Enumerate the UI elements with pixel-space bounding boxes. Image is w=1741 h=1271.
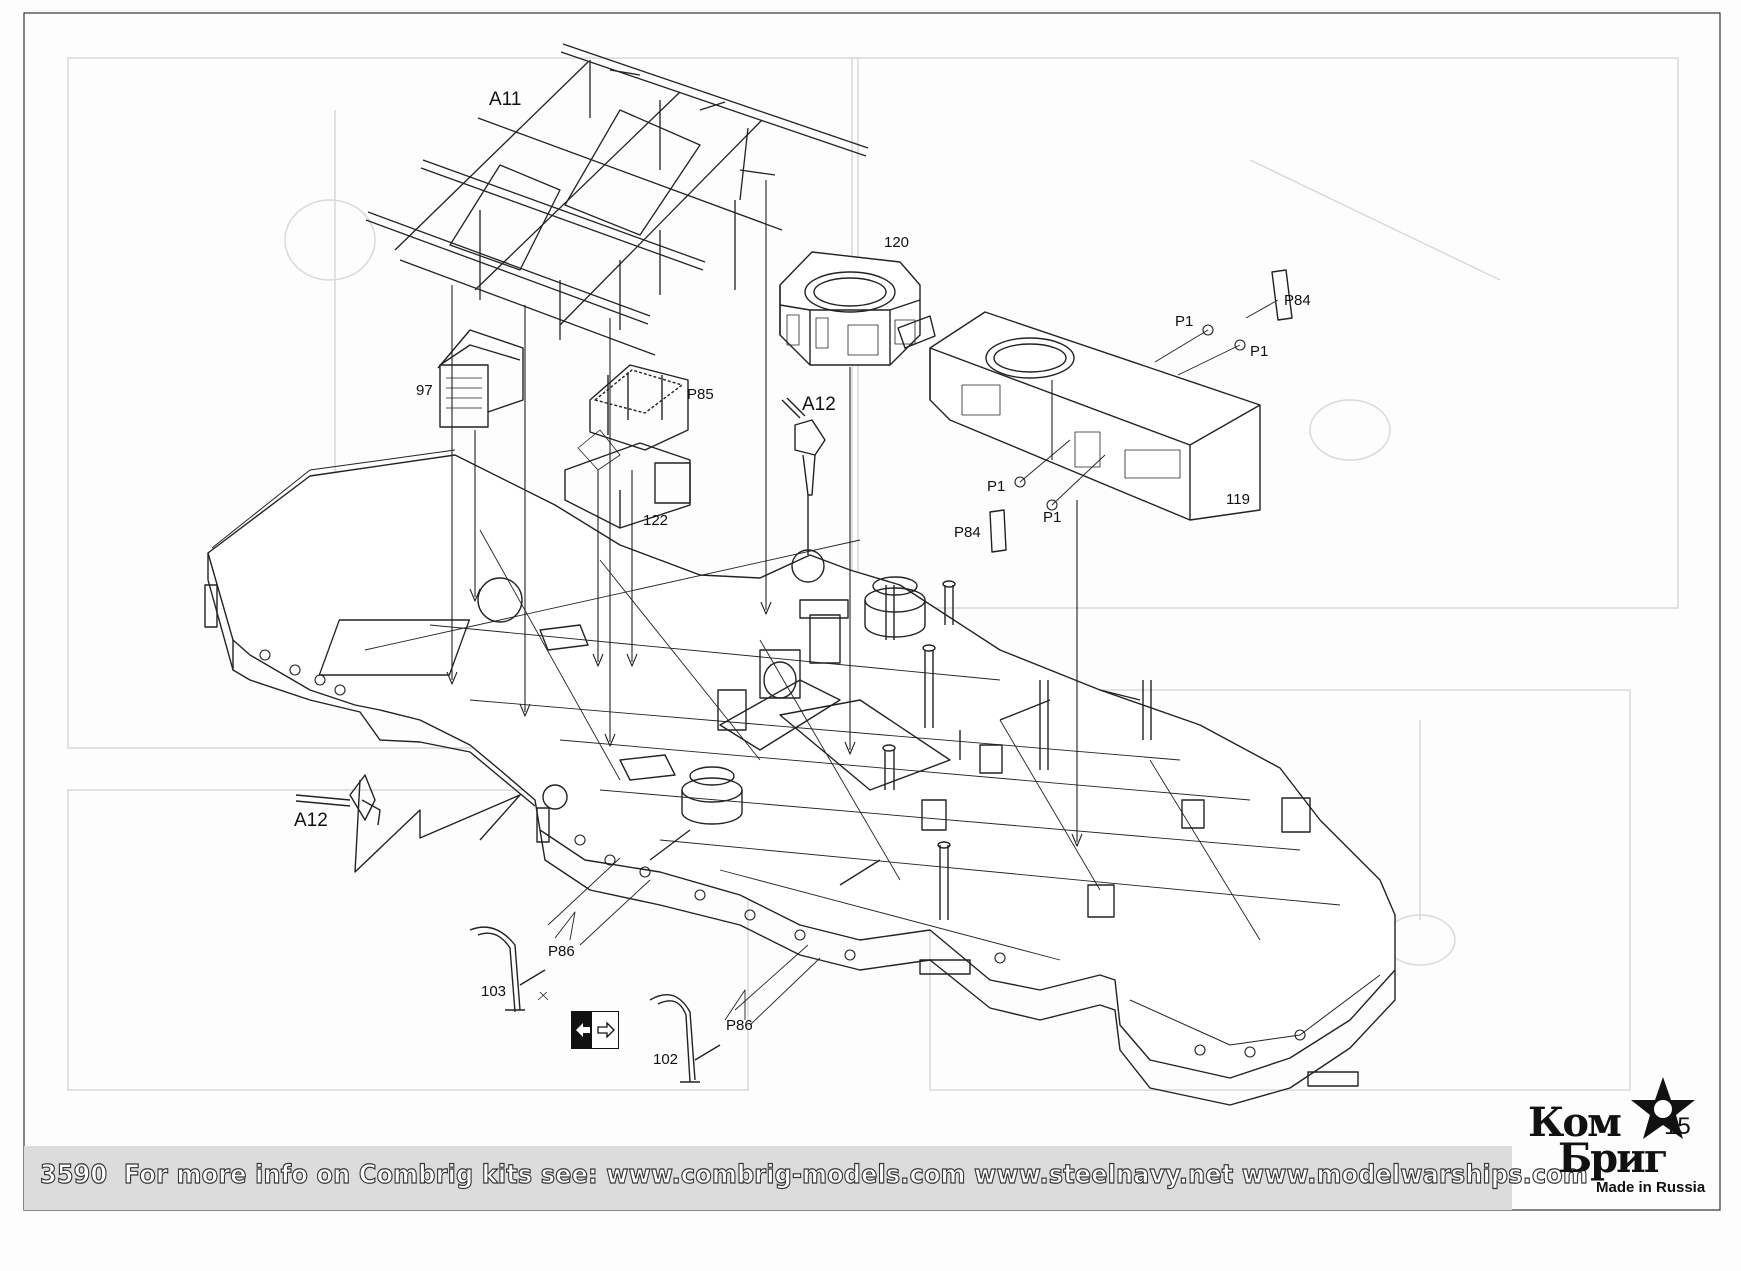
a12-gun-left [295, 774, 521, 873]
assembly-arrows [446, 180, 1083, 847]
label-p1-top-right: P1 [1250, 343, 1269, 360]
part-102 [649, 993, 721, 1083]
label-119: 119 [1226, 491, 1250, 508]
part-119 [929, 311, 1261, 521]
part-120 [779, 251, 936, 366]
label-p86-right: P86 [726, 1017, 753, 1034]
label-97: 97 [416, 382, 433, 399]
label-103: 103 [481, 983, 507, 1000]
a12-gun-top [781, 397, 826, 555]
part-p84-mid [989, 509, 1007, 553]
label-a12-top: A12 [802, 394, 836, 415]
label-p85: P85 [687, 386, 714, 403]
kit-number: 3590 [39, 1159, 108, 1190]
part-122 [564, 364, 691, 529]
next-page-arrow-icon [571, 1011, 619, 1049]
label-p1-mid-left: P1 [987, 478, 1006, 495]
made-in-russia: Made in Russia [1596, 1179, 1706, 1196]
combrig-logo: Ком Бриг Made in Russia [1528, 1075, 1718, 1205]
part-p84-top [1271, 269, 1293, 321]
p1-fittings [1014, 324, 1246, 511]
page-border [23, 12, 1721, 1211]
logo-text-line2: Бриг [1558, 1135, 1668, 1182]
footer-links: For more info on Combrig kits see: www.c… [123, 1159, 1589, 1190]
hull-deck [204, 449, 1396, 1106]
a11-frame [365, 43, 869, 356]
page-number: 15 [1664, 1113, 1691, 1140]
label-120: 120 [884, 234, 910, 251]
logo-text-line1: Ком [1528, 1099, 1622, 1146]
label-122: 122 [643, 512, 669, 529]
footer-info: 3590 For more info on Combrig kits see: w… [39, 1159, 1589, 1190]
label-p1-top-left: P1 [1175, 313, 1194, 330]
footer-band: 3590 For more info on Combrig kits see: w… [24, 1146, 1588, 1210]
label-p1-mid-right: P1 [1043, 509, 1062, 526]
star-icon [1631, 1077, 1695, 1139]
label-p84-mid: P84 [954, 524, 981, 541]
deck-fittings [649, 576, 1311, 920]
label-p86-left: P86 [548, 943, 575, 960]
label-p84-top: P84 [1284, 292, 1311, 309]
label-102: 102 [653, 1051, 679, 1068]
label-a12-left: A12 [294, 810, 328, 831]
part-97 [437, 329, 524, 428]
part-103 [469, 926, 546, 1013]
label-a11: A11 [489, 89, 522, 110]
